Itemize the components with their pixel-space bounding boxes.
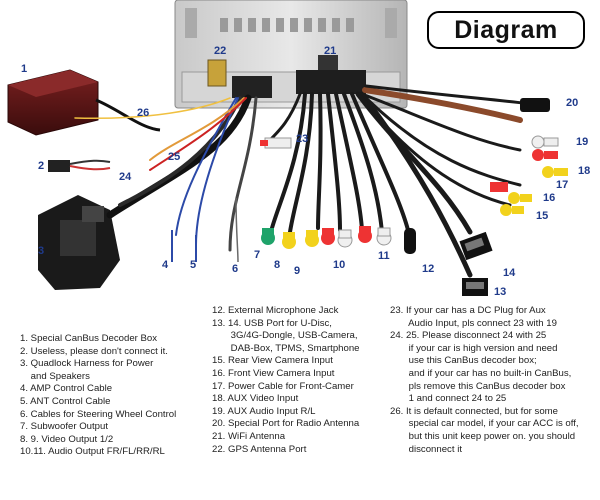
legend-item-13c: DAB-Box, TPMS, Smartphone: [212, 342, 360, 354]
callout-26: 26: [137, 107, 150, 119]
callout-23: 23: [296, 133, 309, 145]
legend-item-13: 13. 14. USB Port for U-Disc,: [212, 317, 332, 329]
legend-item-24f: 1 and connect 24 to 25: [390, 393, 507, 405]
legend-item-7: 7. Subwoofer Output: [20, 421, 108, 433]
legend-item-8: 8. 9. Video Output 1/2: [20, 433, 114, 445]
callout-20: 20: [566, 97, 579, 109]
callout-24: 24: [119, 171, 132, 183]
legend-item-16: 16. Front View Camera Input: [212, 367, 335, 379]
callout-12: 12: [422, 263, 435, 275]
legend-item-17: 17. Power Cable for Front-Camer: [212, 380, 354, 392]
legend-item-20: 20. Special Port for Radio Antenna: [212, 418, 360, 430]
callout-14: 14: [503, 267, 516, 279]
legend-item-22: 22. GPS Antenna Port: [212, 443, 307, 455]
head-unit-chassis: [174, 0, 408, 109]
callout-15: 15: [536, 210, 549, 222]
legend-item-24c: use this CanBus decoder box;: [390, 355, 537, 367]
legend-item-3: 3. Quadlock Harness for Power: [20, 358, 154, 370]
legend-item-26b: special car model, if your car ACC is of…: [390, 418, 579, 430]
callout-1: 1: [21, 63, 28, 75]
callout-16: 16: [543, 192, 556, 204]
canbus-decoder-box: [7, 69, 99, 136]
right-rca-plugs: [490, 98, 568, 216]
legend-item-6: 6. Cables for Steering Wheel Control: [20, 408, 177, 420]
dc-plug-23: [260, 137, 292, 149]
legend-item-23b: Audio Input, pls connect 23 with 19: [390, 317, 557, 329]
legend-item-12: 12. External Microphone Jack: [212, 305, 339, 316]
legend-item-21: 21. WiFi Antenna: [212, 430, 286, 442]
legend-item-2: 2. Useless, please don't connect it.: [20, 345, 168, 357]
legend-column-1: 1. Special CanBus Decoder Box 2. Useless…: [20, 333, 205, 459]
callout-2: 2: [38, 160, 45, 172]
legend-item-18: 18. AUX Video Input: [212, 393, 299, 405]
legend-item-1: 1. Special CanBus Decoder Box: [20, 333, 158, 344]
legend-column-3: 23. If your car has a DC Plug for Aux Au…: [390, 305, 595, 456]
callout-13: 13: [494, 286, 507, 298]
legend-item-15: 15. Rear View Camera Input: [212, 355, 333, 367]
legend-item-26: 26. It is default connected, but for som…: [390, 405, 558, 417]
legend-item-26c: but this unit keep power on. you should: [390, 430, 576, 442]
legend-item-4: 4. AMP Control Cable: [20, 383, 113, 395]
callout-19: 19: [576, 136, 589, 148]
legend-item-5: 5. ANT Control Cable: [20, 395, 111, 407]
diagram-badge-title: Diagram: [454, 15, 558, 44]
callout-9: 9: [294, 265, 301, 277]
legend-column-2: 12. External Microphone Jack 13. 14. USB…: [212, 305, 382, 456]
legend-item-23: 23. If your car has a DC Plug for Aux: [390, 305, 546, 316]
usb-plugs: [459, 231, 493, 296]
callout-10: 10: [333, 259, 346, 271]
legend-item-24e: pls remove this CanBus decoder box: [390, 380, 566, 392]
callout-5: 5: [190, 259, 197, 271]
legend-item-24: 24. 25. Please disconnect 24 with 25: [390, 330, 547, 342]
callout-6: 6: [232, 263, 239, 275]
legend-item-19: 19. AUX Audio Input R/L: [212, 405, 316, 417]
callout-3: 3: [38, 245, 45, 257]
callout-17: 17: [556, 179, 569, 191]
legend-item-3b: and Speakers: [20, 370, 90, 382]
callout-25: 25: [168, 151, 181, 163]
callout-11: 11: [378, 250, 390, 262]
legend-item-24b: if your car is high version and need: [390, 342, 558, 354]
callout-18: 18: [578, 165, 591, 177]
small-connector: [48, 159, 111, 172]
callout-21: 21: [324, 45, 337, 57]
callout-7: 7: [254, 249, 261, 261]
legend-item-24d: and if your car has no built-in CanBus,: [390, 367, 572, 379]
callout-22: 22: [214, 45, 227, 57]
rca-plugs-row: [261, 226, 416, 254]
callout-8: 8: [274, 259, 281, 271]
legend-item-26d: disconnect it: [390, 443, 462, 455]
legend-item-10: 10.11. Audio Output FR/FL/RR/RL: [20, 446, 165, 458]
callout-4: 4: [162, 259, 169, 271]
legend-item-13b: 3G/4G-Dongle, USB-Camera,: [212, 330, 358, 342]
quadlock-harness: [38, 195, 120, 290]
wiring-illustration: [7, 0, 568, 296]
diagram-badge: Diagram: [427, 11, 585, 49]
